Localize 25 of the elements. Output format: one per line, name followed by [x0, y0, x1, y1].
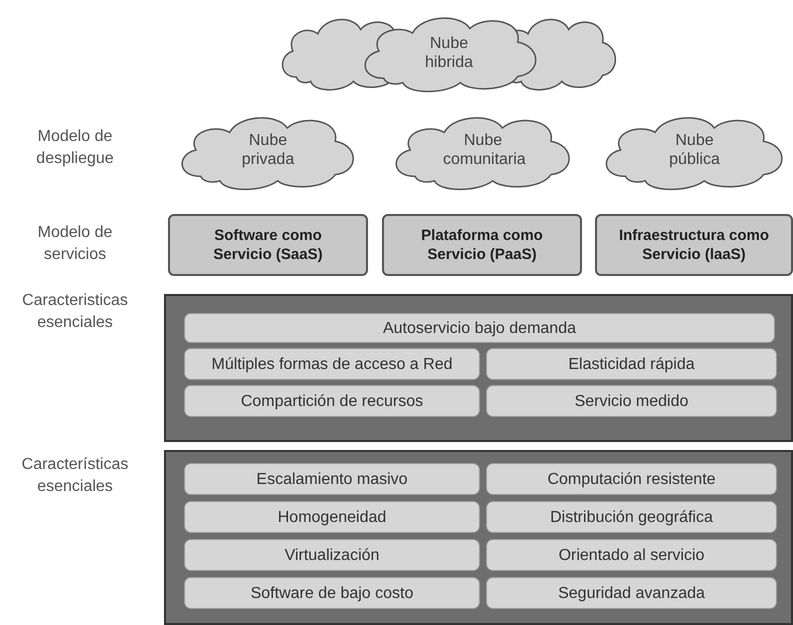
- row-label: Modelo de servicios: [36, 223, 114, 265]
- row-label: Modelo de despliegue: [35, 127, 115, 169]
- node-text: Nube privada: [240, 131, 296, 169]
- feature-box: Servicio medido: [486, 385, 777, 417]
- feature-box: Autoservicio bajo demanda: [184, 313, 775, 343]
- panel: [164, 450, 793, 625]
- feature-box: Virtualización: [184, 539, 480, 571]
- feature-box: Orientado al servicio: [486, 539, 777, 571]
- row-label: Caracteristicas esenciales: [21, 291, 129, 333]
- service-box: Infraestructura como Servicio (laaS): [595, 214, 793, 276]
- feature-box: Computación resistente: [486, 463, 777, 495]
- service-box: Software como Servicio (SaaS): [168, 214, 368, 276]
- feature-box: Compartición de recursos: [184, 385, 480, 417]
- row-label: Características esenciales: [20, 455, 130, 497]
- node-text: Nube pública: [668, 131, 721, 169]
- panel: [164, 294, 793, 442]
- feature-box: Software de bajo costo: [184, 577, 480, 609]
- feature-box: Homogeneidad: [184, 501, 480, 533]
- feature-box: Múltiples formas de acceso a Red: [184, 348, 480, 380]
- feature-box: Elasticidad rápida: [486, 348, 777, 380]
- feature-box: Escalamiento masivo: [184, 463, 480, 495]
- feature-box: Distribución geográfica: [486, 501, 777, 533]
- feature-box: Seguridad avanzada: [486, 577, 777, 609]
- service-box: Plataforma como Servicio (PaaS): [382, 214, 582, 276]
- node-text: Nube hibrida: [424, 34, 474, 72]
